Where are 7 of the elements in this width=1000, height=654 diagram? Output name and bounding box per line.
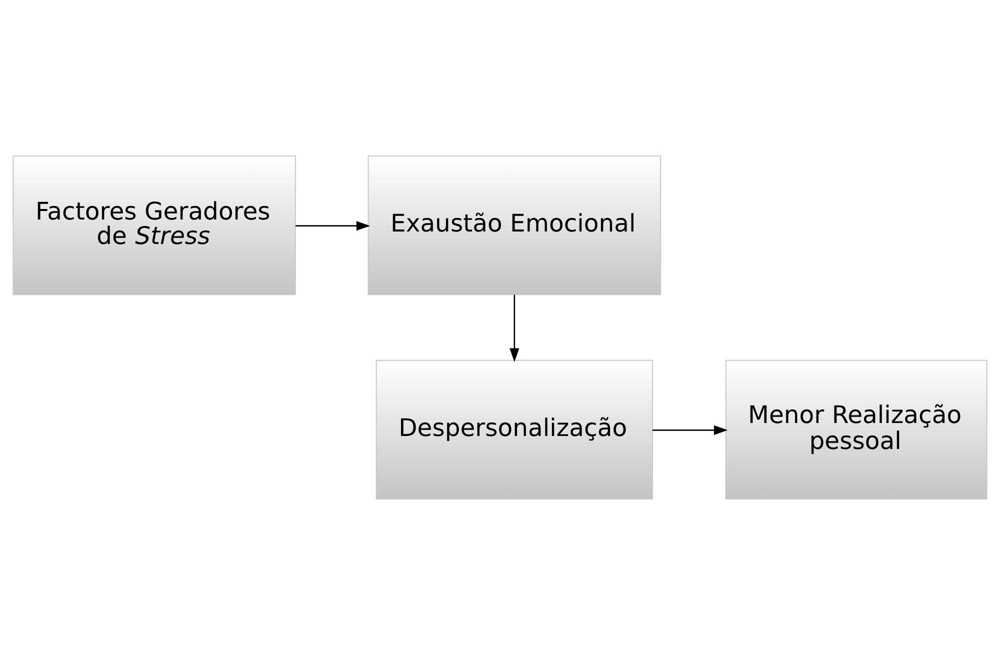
node-box: Exaustão Emocional <box>368 155 662 295</box>
node-box: Despersonalização <box>376 359 653 499</box>
arrow <box>652 424 728 434</box>
arrow <box>510 294 520 362</box>
node-box: Menor Realização pessoal <box>725 359 988 499</box>
node-box: Factores Geradores de Stress <box>12 155 296 295</box>
arrow <box>296 220 370 230</box>
